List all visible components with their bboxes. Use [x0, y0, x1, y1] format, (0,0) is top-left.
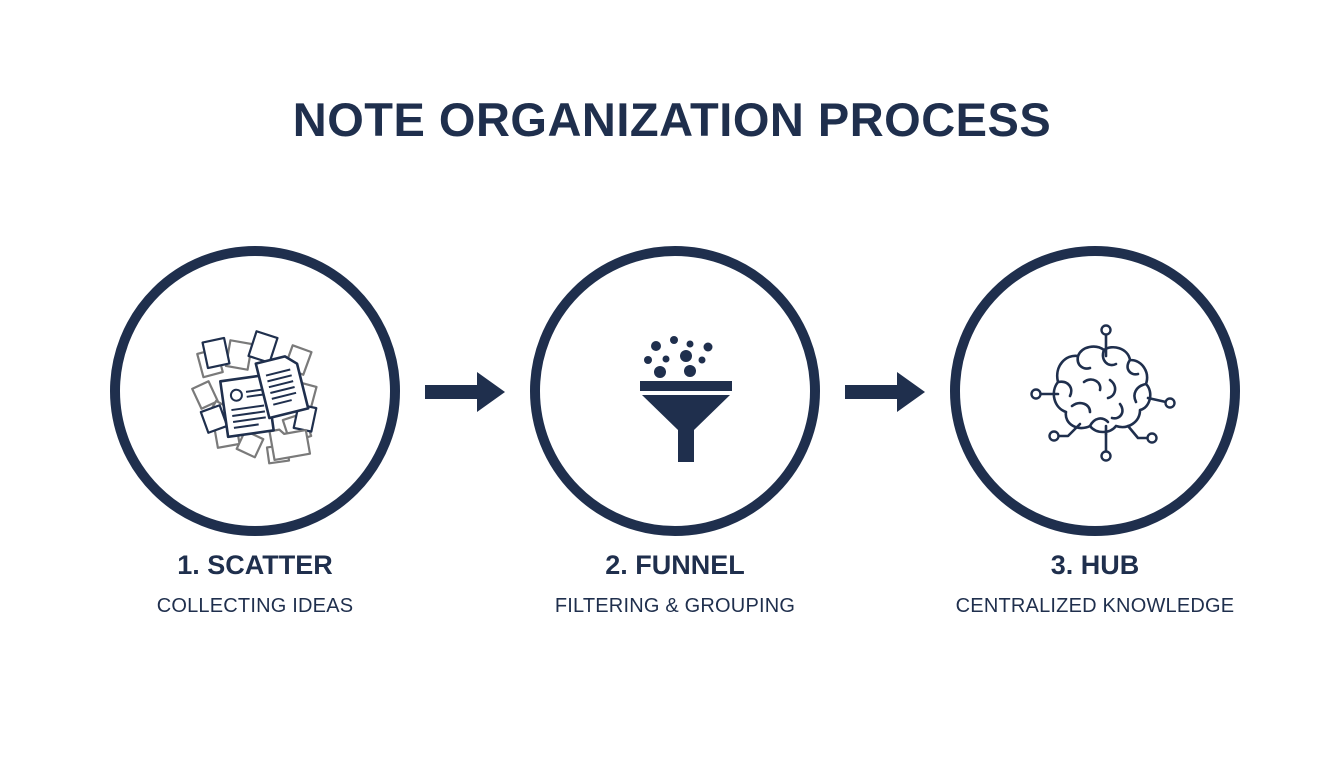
step-3-subtitle: CENTRALIZED KNOWLEDGE — [955, 595, 1235, 617]
arrow-right-icon — [425, 372, 505, 412]
step-3-circle — [950, 246, 1240, 536]
step-3-label: 3. HUB — [1050, 550, 1140, 580]
funnel-icon — [640, 336, 732, 462]
step-2-label: 2. FUNNEL — [605, 550, 745, 580]
step-1-circle — [110, 246, 400, 536]
step-1-subtitle: COLLECTING IDEAS — [156, 595, 354, 617]
step-2-circle — [530, 246, 820, 536]
step-2-subtitle: FILTERING & GROUPING — [554, 595, 796, 617]
step-1-label: 1. SCATTER — [177, 550, 333, 580]
page-title: NOTE ORGANIZATION PROCESS — [292, 93, 1052, 146]
brain-network-icon — [1030, 324, 1176, 462]
scattered-documents-icon — [191, 330, 318, 465]
arrow-right-icon — [845, 372, 925, 412]
